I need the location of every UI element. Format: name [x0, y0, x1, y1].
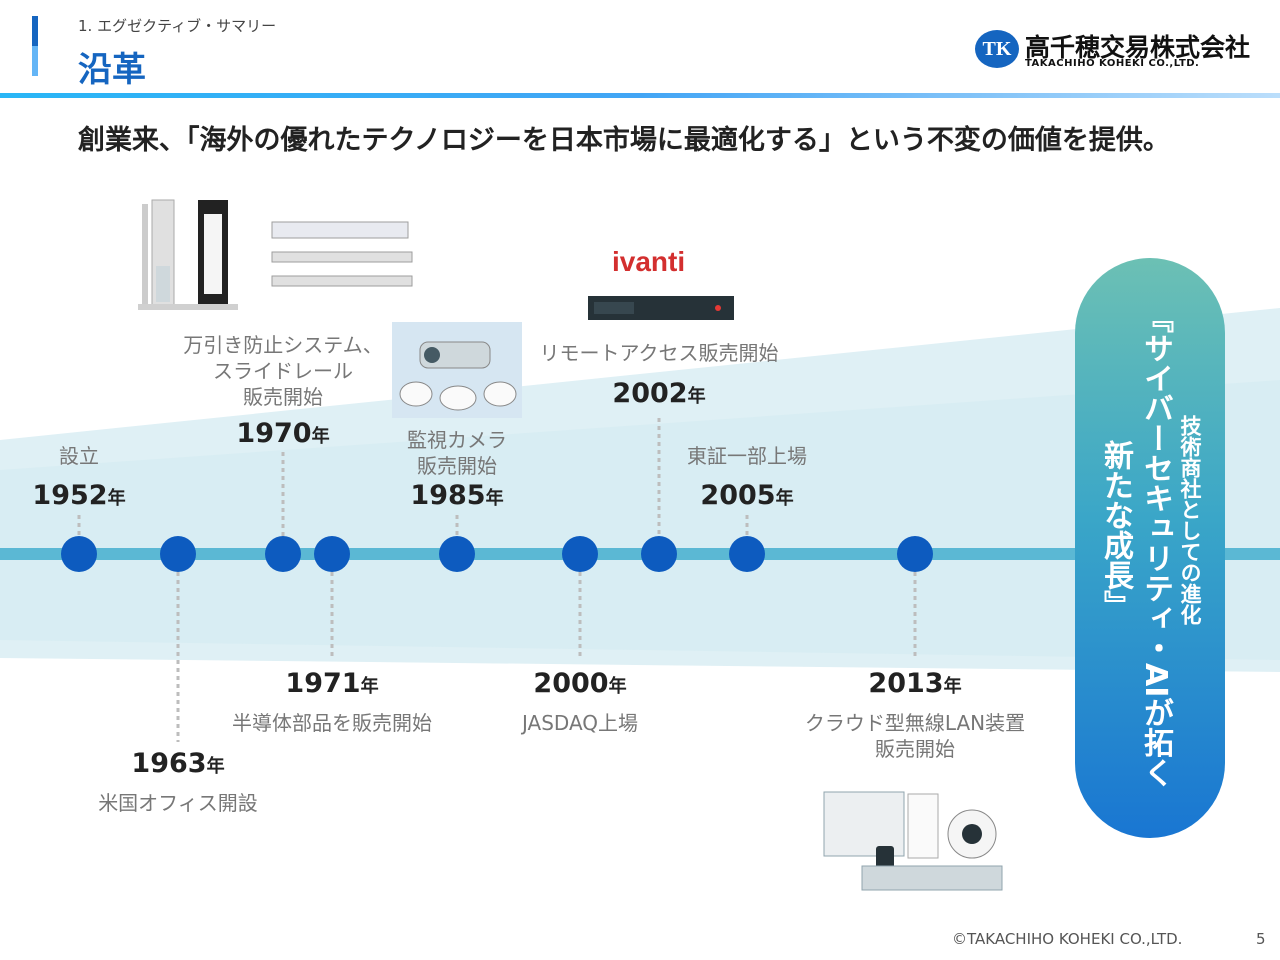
- event-year-1985: 1985年: [377, 480, 537, 511]
- year-suffix: 年: [360, 676, 379, 697]
- event-label-2000: JASDAQ上場: [450, 710, 710, 736]
- accent-bar: [32, 16, 38, 76]
- event-label-line: スライドレール: [213, 359, 353, 383]
- year-suffix: 年: [485, 488, 504, 509]
- year-number: 1963: [131, 748, 207, 779]
- event-label-1952: 設立: [0, 443, 209, 469]
- year-suffix: 年: [311, 426, 330, 447]
- event-label-line: 販売開始: [417, 454, 497, 478]
- year-suffix: 年: [775, 488, 794, 509]
- ivanti-logo: ivanti: [612, 246, 686, 277]
- event-label-line: 東証一部上場: [687, 444, 807, 468]
- background-band-inner: [0, 380, 1280, 660]
- year-suffix: 年: [107, 488, 126, 509]
- event-label-line: クラウド型無線LAN装置: [804, 711, 1026, 735]
- event-year-1971: 1971年: [252, 668, 412, 699]
- event-year-1952: 1952年: [0, 480, 159, 511]
- security-gate-image: [138, 196, 238, 312]
- year-number: 2000: [533, 668, 609, 699]
- event-label-line: 販売開始: [243, 385, 323, 409]
- event-label-1971: 半導体部品を販売開始: [202, 710, 462, 736]
- headline: 創業来、「海外の優れたテクノロジーを日本市場に最適化する」という不変の価値を提供…: [78, 125, 1170, 156]
- future-slogan-line2: 新たな成長』: [1098, 440, 1133, 620]
- copyright: ©TAKACHIHO KOHEKI CO.,LTD.: [952, 930, 1183, 948]
- surveillance-camera-image: [392, 322, 522, 418]
- future-vision-pill: [1075, 258, 1225, 838]
- year-number: 2013: [868, 668, 944, 699]
- event-year-2000: 2000年: [500, 668, 660, 699]
- wireless-lan-devices-image: [822, 786, 1008, 894]
- timeline-dot-2013: [897, 536, 933, 572]
- company-name-jp: 高千穂交易株式会社: [1025, 33, 1251, 62]
- event-year-1970: 1970年: [203, 418, 363, 449]
- event-year-2005: 2005年: [667, 480, 827, 511]
- event-label-line: JASDAQ上場: [521, 711, 639, 735]
- future-subtitle: 技術商社としての進化: [1178, 415, 1202, 625]
- timeline-dot-2005: [729, 536, 765, 572]
- timeline-dot-2002: [641, 536, 677, 572]
- event-label-1963: 米国オフィス開設: [48, 790, 308, 816]
- page-number: 5: [1256, 930, 1266, 948]
- event-label-2005: 東証一部上場: [617, 443, 877, 469]
- vpn-appliance-image: [588, 294, 734, 322]
- year-suffix: 年: [206, 756, 225, 777]
- event-label-line: 販売開始: [875, 737, 955, 761]
- event-label-line: 監視カメラ: [407, 428, 507, 452]
- year-number: 2002: [612, 378, 688, 409]
- year-number: 1971: [285, 668, 361, 699]
- header-divider: [0, 93, 1280, 98]
- event-label-1985: 監視カメラ販売開始: [327, 427, 587, 479]
- timeline-dot-1971: [314, 536, 350, 572]
- event-label-line: リモートアクセス販売開始: [539, 341, 779, 365]
- timeline-dot-2000: [562, 536, 598, 572]
- year-number: 1952: [32, 480, 108, 511]
- event-label-line: 半導体部品を販売開始: [232, 711, 432, 735]
- timeline-dot-1952: [61, 536, 97, 572]
- event-label-2013: クラウド型無線LAN装置販売開始: [785, 710, 1045, 762]
- event-label-line: 万引き防止システム、: [183, 333, 383, 357]
- event-year-2013: 2013年: [835, 668, 995, 699]
- event-label-line: 設立: [59, 444, 99, 468]
- event-label-2002: リモートアクセス販売開始: [529, 340, 789, 366]
- event-year-1963: 1963年: [98, 748, 258, 779]
- year-number: 2005: [700, 480, 776, 511]
- event-label-1970: 万引き防止システム、スライドレール販売開始: [153, 332, 413, 410]
- company-name-en: TAKACHIHO KOHEKI CO.,LTD.: [1025, 58, 1200, 69]
- event-label-line: 米国オフィス開設: [98, 791, 258, 815]
- event-year-2002: 2002年: [579, 378, 739, 409]
- page-title: 沿革: [78, 50, 146, 90]
- year-suffix: 年: [687, 386, 706, 407]
- year-suffix: 年: [943, 676, 962, 697]
- future-slogan-line1: 『サイバーセキュリティ・AIが拓く: [1138, 303, 1173, 788]
- slide-rail-image: [268, 218, 416, 294]
- timeline-dot-1963: [160, 536, 196, 572]
- year-number: 1970: [236, 418, 312, 449]
- year-suffix: 年: [608, 676, 627, 697]
- logo-mark: TK: [975, 30, 1019, 68]
- year-number: 1985: [410, 480, 486, 511]
- timeline-dot-1970: [265, 536, 301, 572]
- timeline-dot-1985: [439, 536, 475, 572]
- company-logo: TK 高千穂交易株式会社 TAKACHIHO KOHEKI CO.,LTD.: [975, 28, 1265, 76]
- section-label: 1. エグゼクティブ・サマリー: [78, 17, 277, 35]
